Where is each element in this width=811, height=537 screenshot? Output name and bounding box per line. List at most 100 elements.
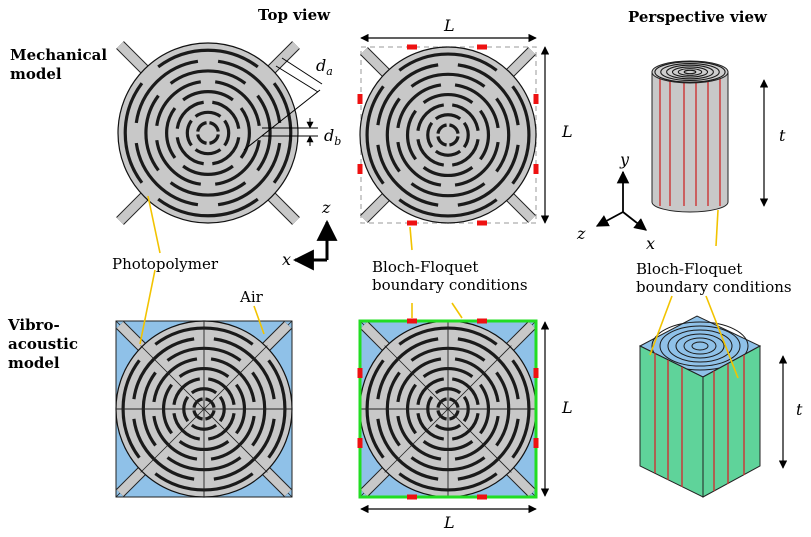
- label-photopolymer: Photopolymer: [112, 255, 219, 273]
- labyrinth-slit: [416, 138, 445, 167]
- symbol-t-top: t: [779, 126, 786, 145]
- labyrinth-slit: [457, 63, 520, 126]
- periodic-boundary: [358, 319, 538, 499]
- symbol-d: d: [316, 56, 327, 75]
- bc-marker: [477, 220, 487, 226]
- labyrinth-slit: [155, 80, 202, 127]
- labyrinth-slit: [169, 69, 247, 85]
- labyrinth-slit: [457, 144, 520, 207]
- labyrinth-disc: [117, 42, 299, 224]
- labyrinth-slit: [185, 119, 193, 147]
- labyrinth-slit: [214, 80, 261, 127]
- labyrinth-slit: [436, 123, 448, 135]
- symbol-L-right-bottom: L: [562, 398, 573, 417]
- labyrinth-slit: [495, 97, 511, 173]
- symbol-d-b: db: [324, 126, 341, 148]
- vibroacoustic-top-view-middle: [357, 318, 539, 500]
- symbol-d-a: da: [316, 56, 333, 78]
- labyrinth-slit: [376, 63, 439, 126]
- labyrinth-slit: [426, 121, 434, 149]
- labyrinth-slit: [165, 107, 177, 159]
- labyrinth-slit: [194, 110, 222, 118]
- labyrinth-slit: [454, 141, 500, 187]
- symbol-L-right-top: L: [562, 122, 573, 141]
- labyrinth-slit: [256, 94, 272, 172]
- labyrinth-slit: [451, 138, 480, 167]
- row-label-line: model: [10, 65, 62, 83]
- labyrinth-slit: [212, 137, 241, 166]
- labyrinth-slit: [217, 142, 282, 207]
- row-label-vibroacoustic: Vibro- acoustic model: [8, 316, 78, 373]
- xyz-axes: [595, 170, 647, 231]
- labyrinth-slit: [196, 134, 207, 145]
- labyrinth-slit: [405, 109, 417, 161]
- label-bloch-floquet-mid: Bloch-Floquet boundary conditions: [372, 258, 528, 294]
- bc-marker: [477, 44, 487, 50]
- row-label-line: model: [8, 354, 60, 372]
- axis-x-perspective: x: [646, 234, 656, 253]
- bc-marker: [407, 44, 417, 50]
- labyrinth-slit: [123, 82, 144, 184]
- labyrinth-slit: [448, 123, 460, 135]
- bc-marker: [357, 164, 363, 174]
- labyrinth-slit: [434, 113, 462, 121]
- labyrinth-slit: [214, 139, 261, 186]
- labyrinth-slit: [511, 85, 531, 185]
- symbol-L-bottom: L: [444, 513, 455, 532]
- labyrinth-slit: [396, 141, 442, 187]
- labyrinth-slit: [385, 97, 401, 173]
- bc-marker: [357, 368, 363, 378]
- bc-marker: [477, 494, 487, 500]
- labyrinth-slit: [196, 121, 207, 132]
- labyrinth-slit: [479, 109, 491, 161]
- labyrinth-slit: [410, 72, 486, 88]
- pointer-arrows: [139, 195, 739, 379]
- symbol-d: d: [324, 126, 335, 145]
- vibroacoustic-top-view-left: [115, 320, 293, 498]
- labyrinth-slit: [194, 148, 222, 156]
- bc-marker: [533, 438, 539, 448]
- labyrinth-slit: [155, 139, 202, 186]
- row-label-line: Mechanical: [10, 46, 108, 64]
- labyrinth-slit: [422, 92, 474, 104]
- symbol-L-top: L: [444, 16, 455, 35]
- labyrinth-slit: [436, 135, 448, 147]
- labyrinth-disc: [359, 46, 537, 224]
- labyrinth-slit: [434, 149, 462, 157]
- labyrinth-slit: [157, 48, 259, 69]
- header-top-view: Top view: [258, 6, 331, 24]
- labyrinth-slit: [134, 59, 199, 124]
- label-bloch-floquet-right: Bloch-Floquet boundary conditions: [636, 260, 792, 296]
- labyrinth-slit: [217, 59, 282, 124]
- labyrinth-slit: [134, 142, 199, 207]
- axis-y-perspective: y: [620, 150, 630, 169]
- labyrinth-slit: [272, 82, 293, 184]
- labyrinth-slit: [157, 197, 259, 218]
- bc-marker: [533, 94, 539, 104]
- labyrinth-slit: [239, 107, 251, 159]
- labyrinth-slit: [182, 90, 234, 102]
- labyrinth-slit: [212, 100, 241, 129]
- labyrinth-slit: [175, 100, 204, 129]
- d-a-dimension: [243, 57, 323, 151]
- bc-marker: [357, 438, 363, 448]
- labyrinth-slit: [422, 166, 474, 178]
- label-line: boundary conditions: [372, 276, 528, 294]
- axis-z-top-view: z: [322, 198, 331, 217]
- labyrinth-slit: [398, 52, 498, 72]
- labyrinth-slit: [365, 85, 385, 185]
- bc-marker: [533, 164, 539, 174]
- bc-marker: [533, 368, 539, 378]
- labyrinth-slit: [454, 83, 500, 129]
- d-b-dimension: [262, 118, 318, 146]
- label-line: Bloch-Floquet: [372, 258, 479, 276]
- label-line: boundary conditions: [636, 278, 792, 296]
- labyrinth-slit: [410, 182, 486, 198]
- labyrinth-slit: [144, 94, 160, 172]
- labyrinth-slit: [175, 137, 204, 166]
- labyrinth-slit: [182, 164, 234, 176]
- cylinder-perspective: [651, 60, 729, 213]
- label-line: Bloch-Floquet: [636, 260, 743, 278]
- labyrinth-slit: [209, 134, 220, 145]
